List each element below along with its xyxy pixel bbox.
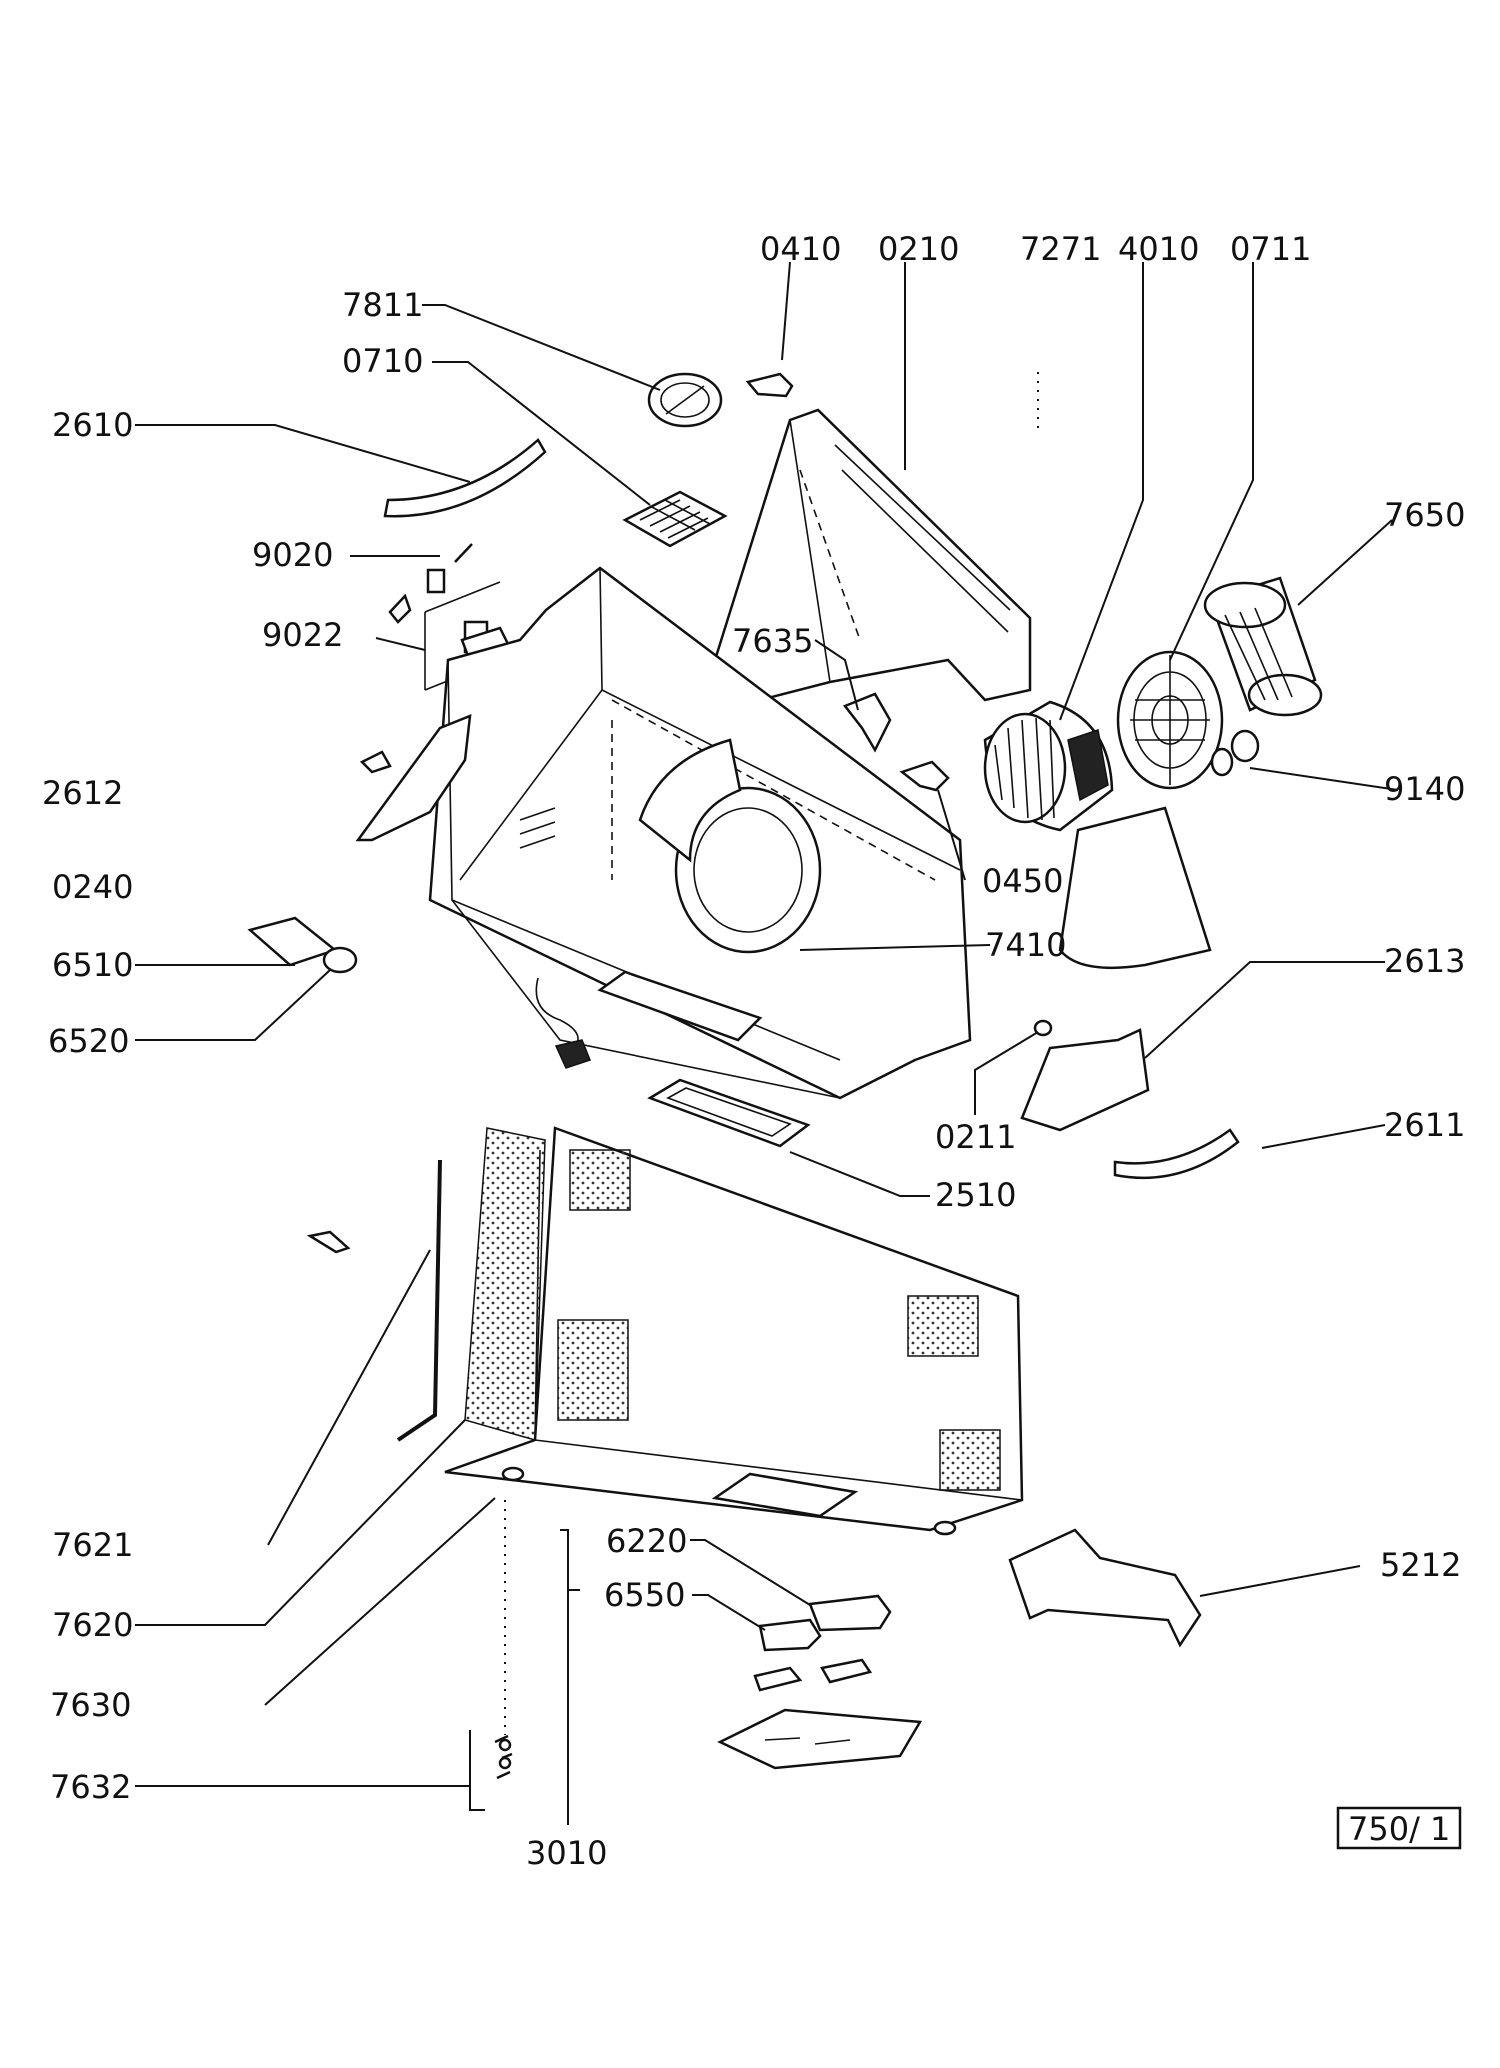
label-0211: 0211 (935, 1118, 1016, 1156)
part-number-labels: 0410 0210 7271 4010 0711 7811 0710 2610 … (42, 230, 1465, 1872)
part-screws-7632 (494, 1734, 513, 1780)
label-0210: 0210 (878, 230, 959, 268)
part-clip-2612 (359, 750, 392, 774)
label-0710: 0710 (342, 342, 423, 380)
label-7632: 7632 (50, 1768, 131, 1806)
label-2613: 2613 (1384, 942, 1465, 980)
page-code-box: 750/ 1 (1336, 1806, 1462, 1850)
part-bracket-2613 (1020, 1028, 1150, 1132)
part-strip-2610 (383, 438, 547, 518)
part-mesh-filter-7620 (464, 1127, 546, 1441)
label-6510: 6510 (52, 946, 133, 984)
label-9022: 9022 (262, 616, 343, 654)
part-motor-4010 (983, 700, 1114, 832)
page-code: 750/ 1 (1348, 1810, 1450, 1848)
part-switch-contacts (753, 1658, 873, 1692)
label-7271: 7271 (1020, 230, 1101, 268)
part-control-board-3010 (717, 1708, 923, 1770)
part-strip-2611 (1113, 1128, 1240, 1180)
label-2611: 2611 (1384, 1106, 1465, 1144)
part-fan-guard-0711 (1116, 650, 1224, 790)
label-7650: 7650 (1384, 496, 1465, 534)
label-0240: 0240 (52, 868, 133, 906)
part-hood-body (428, 566, 972, 1100)
part-mount-plate-edge (1059, 829, 1079, 951)
label-7630: 7630 (50, 1686, 131, 1724)
part-handle-rod-7621 (396, 1159, 442, 1442)
label-6550: 6550 (604, 1576, 685, 1614)
label-7635: 7635 (732, 622, 813, 660)
part-bracket-9020 (426, 543, 473, 594)
part-light-cover-2510 (647, 1078, 811, 1148)
label-5212: 5212 (1380, 1546, 1461, 1584)
part-nut-0211 (1033, 1019, 1053, 1037)
label-2610: 2610 (52, 406, 133, 444)
part-mount-plate (1058, 806, 1212, 970)
label-7621: 7621 (52, 1526, 133, 1564)
label-9020: 9020 (252, 536, 333, 574)
part-clip-0450 (899, 760, 950, 792)
part-button-6220 (808, 1594, 892, 1632)
label-0410: 0410 (760, 230, 841, 268)
part-deflector-5212 (1008, 1528, 1202, 1648)
label-6520: 6520 (48, 1022, 129, 1060)
label-4010: 4010 (1118, 230, 1199, 268)
part-clip-7621 (306, 1230, 351, 1254)
label-6220: 6220 (606, 1522, 687, 1560)
part-bracket-2612 (355, 714, 472, 842)
leader-lines (135, 261, 1399, 1825)
label-0711: 0711 (1230, 230, 1311, 268)
part-front-panel (444, 1126, 1024, 1536)
part-knob-6510 (247, 916, 358, 974)
label-9140: 9140 (1384, 770, 1465, 808)
part-carbon-filter-7650 (1203, 576, 1323, 717)
label-2612: 2612 (42, 774, 123, 812)
label-7811: 7811 (342, 286, 423, 324)
part-grid-filter-0710 (622, 490, 728, 548)
label-3010: 3010 (526, 1834, 607, 1872)
part-chimney-0210 (703, 408, 1032, 702)
label-7620: 7620 (52, 1606, 133, 1644)
part-bracket-7635 (842, 692, 892, 753)
label-0450: 0450 (982, 862, 1063, 900)
part-button-6550 (758, 1618, 822, 1652)
part-ring-7811 (647, 372, 723, 428)
label-7410: 7410 (985, 926, 1066, 964)
label-2510: 2510 (935, 1176, 1016, 1214)
part-clip-0410 (745, 372, 794, 398)
part-knobs-9140 (1210, 729, 1260, 777)
